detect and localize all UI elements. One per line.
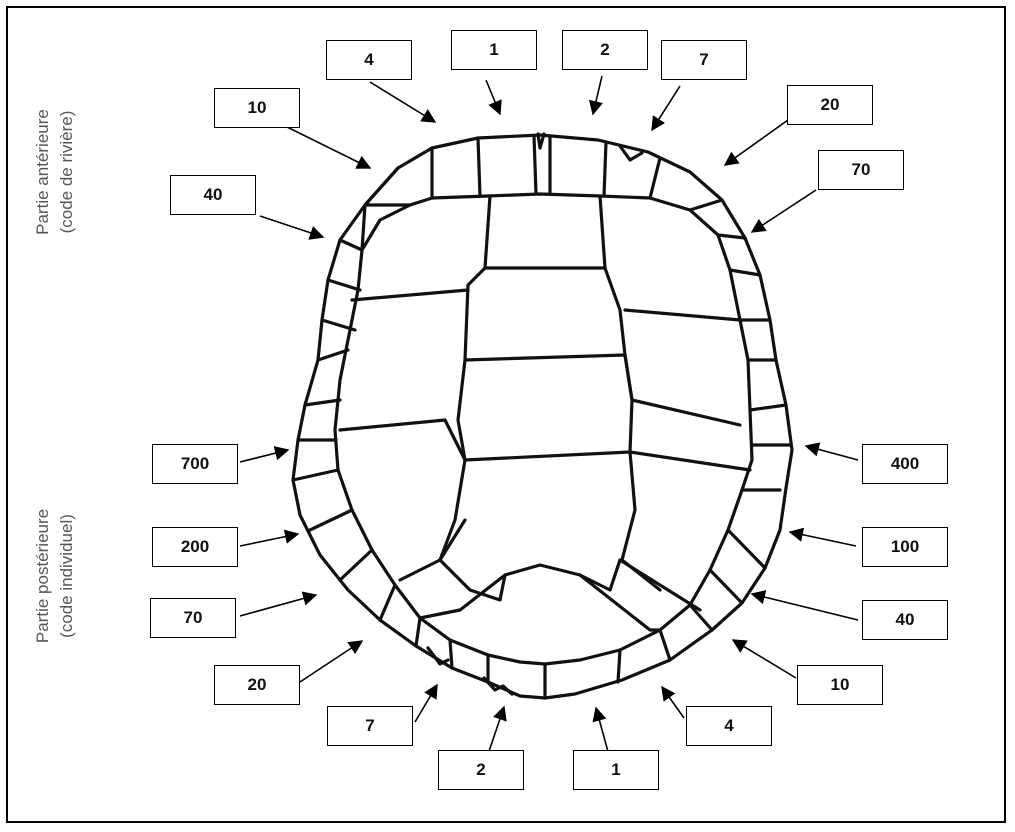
code-box-top-2: 2 — [562, 30, 648, 70]
code-box-left-70: 70 — [150, 598, 236, 638]
shell-outline — [293, 135, 792, 698]
code-box-left-200: 200 — [152, 527, 238, 567]
code-box-left-20: 20 — [214, 665, 300, 705]
code-box-right-10: 10 — [797, 665, 883, 705]
code-box-left-700: 700 — [152, 444, 238, 484]
code-box-bottom-1: 1 — [573, 750, 659, 790]
code-box-top-1: 1 — [451, 30, 537, 70]
code-box-bottom-2: 2 — [438, 750, 524, 790]
inner-boundary — [335, 194, 752, 664]
code-box-top-left-4: 4 — [326, 40, 412, 80]
code-box-right-20: 20 — [787, 85, 873, 125]
code-box-right-400: 400 — [862, 444, 948, 484]
code-box-left-10: 10 — [214, 88, 300, 128]
code-box-right-100: 100 — [862, 527, 948, 567]
code-box-bottom-right-4: 4 — [686, 706, 772, 746]
code-box-left-40: 40 — [170, 175, 256, 215]
code-box-right-40: 40 — [862, 600, 948, 640]
code-box-right-70: 70 — [818, 150, 904, 190]
code-box-bottom-left-7: 7 — [327, 706, 413, 746]
code-box-top-right-7: 7 — [661, 40, 747, 80]
